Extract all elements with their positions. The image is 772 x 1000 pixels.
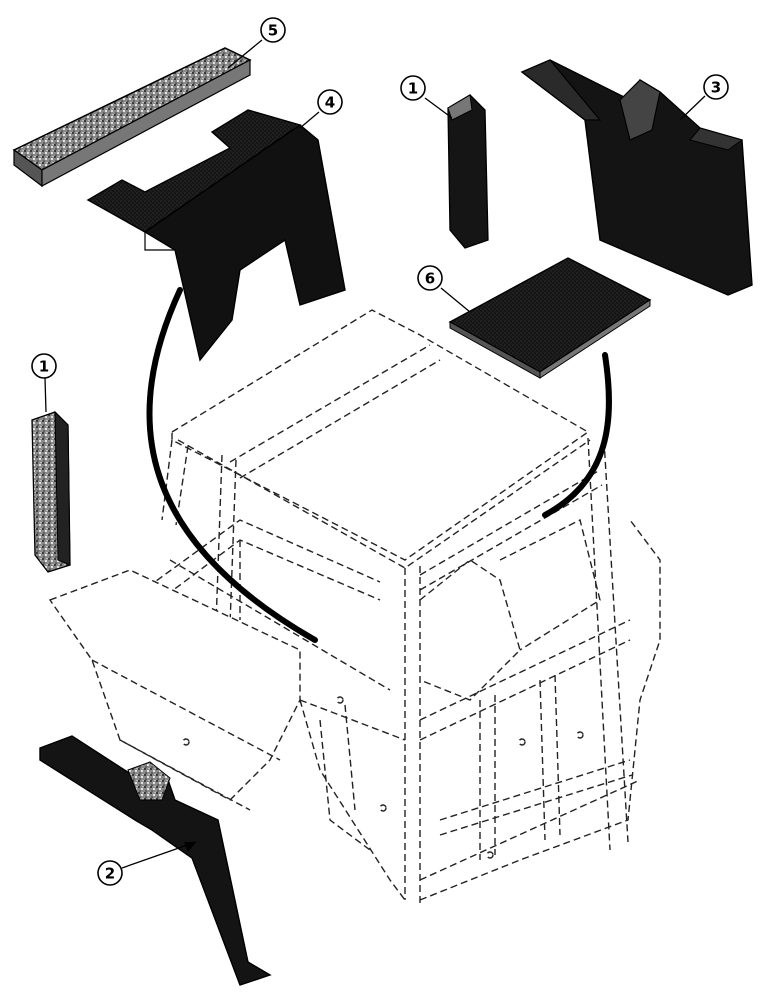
part-6-floor-mat xyxy=(448,257,652,379)
callout-1-upper-label: 1 xyxy=(408,80,418,98)
callout-5: 5 xyxy=(227,17,286,69)
install-arc-left xyxy=(146,287,318,643)
callout-1-lower: 1 xyxy=(31,353,57,413)
part-5-roof-pad xyxy=(12,47,252,188)
callout-6-label: 6 xyxy=(425,270,435,288)
callout-4-label: 4 xyxy=(325,94,335,112)
callout-2-label: 2 xyxy=(105,865,115,883)
cab-frame xyxy=(48,309,661,905)
part-1-trim-strip-lower xyxy=(31,410,71,573)
part-4-headliner-panel xyxy=(86,109,346,362)
part-1-trim-strip-upper xyxy=(447,94,489,249)
callout-1-upper: 1 xyxy=(400,75,453,119)
part-2-angled-trim xyxy=(39,735,272,986)
install-arc-right xyxy=(542,352,612,518)
callout-6: 6 xyxy=(417,265,471,313)
callout-4: 4 xyxy=(299,89,343,129)
callout-1-lower-label: 1 xyxy=(39,358,49,376)
callout-3-label: 3 xyxy=(711,79,721,97)
callout-2: 2 xyxy=(97,841,197,886)
callout-3: 3 xyxy=(679,74,729,121)
callout-5-label: 5 xyxy=(268,22,278,40)
part-3-side-panel xyxy=(520,59,753,296)
